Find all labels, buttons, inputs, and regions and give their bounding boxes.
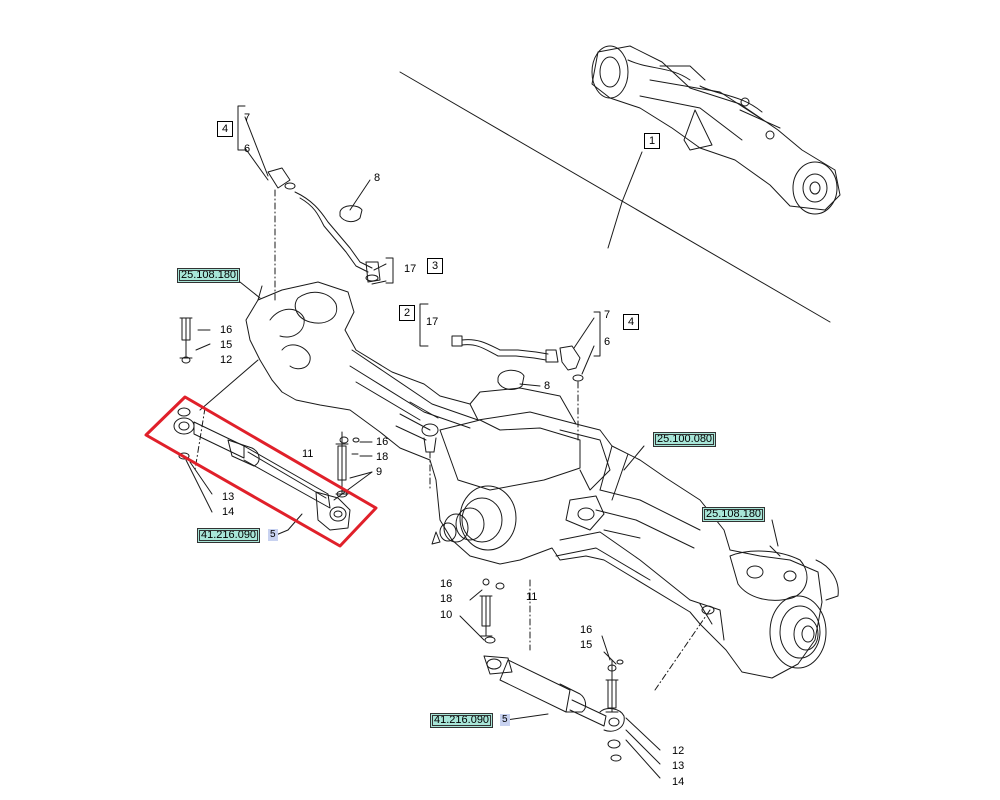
callout-15-lower-right: 15 <box>580 639 593 651</box>
axle-overview-thumbnail <box>399 45 841 323</box>
callout-12-lower-right: 12 <box>672 745 685 757</box>
highlight-box <box>144 395 378 548</box>
callout-6-upper-right: 6 <box>604 336 611 348</box>
upper-right-hose-assembly <box>419 303 601 441</box>
axle-housing-drawing <box>194 281 839 691</box>
ref-link-steering-cylinder-right[interactable]: 41.216.090 <box>430 713 494 728</box>
callout-7-upper-right: 7 <box>604 309 611 321</box>
callout-1: 1 <box>644 133 660 149</box>
right-steering-cylinder-drawing <box>459 578 661 779</box>
callout-16-lower-right: 16 <box>580 624 593 636</box>
callout-18-lower: 18 <box>440 593 453 605</box>
callout-12-left: 12 <box>220 354 233 366</box>
ref-link-steering-cylinder-left[interactable]: 41.216.090 <box>197 528 261 543</box>
callout-18-middle: 18 <box>376 451 389 463</box>
callout-15-left: 15 <box>220 339 233 351</box>
callout-9: 9 <box>376 466 383 478</box>
callout-16-left: 16 <box>220 324 233 336</box>
callout-14-lower-right: 14 <box>672 776 685 788</box>
callout-13-lower-right: 13 <box>672 760 685 772</box>
callout-8-upper-right: 8 <box>544 380 551 392</box>
ref-sub-tag-right: 5 <box>500 714 510 726</box>
callout-11-lower: 11 <box>526 591 538 603</box>
callout-16-lower: 16 <box>440 578 453 590</box>
callout-17-upper-right: 17 <box>426 316 439 328</box>
ref-sub-tag-left: 5 <box>268 529 278 541</box>
callout-13-left: 13 <box>222 491 235 503</box>
callout-4-upper-right: 4 <box>623 314 639 330</box>
callout-11-left: 11 <box>302 448 314 460</box>
ref-link-steering-knuckle-right[interactable]: 25.108.180 <box>702 507 766 522</box>
left-steering-cylinder-drawing <box>173 317 373 536</box>
callout-4-top-left: 4 <box>217 121 233 137</box>
callout-10: 10 <box>440 609 453 621</box>
callout-16-middle: 16 <box>376 436 389 448</box>
ref-link-axle-housing[interactable]: 25.100.080 <box>653 432 717 447</box>
upper-left-hose-assembly <box>237 105 394 301</box>
callout-6-top-left: 6 <box>244 143 251 155</box>
callout-17-top-left: 17 <box>404 263 417 275</box>
callout-2: 2 <box>399 305 415 321</box>
callout-3: 3 <box>427 258 443 274</box>
callout-8-top-left: 8 <box>374 172 381 184</box>
ref-link-steering-knuckle-left[interactable]: 25.108.180 <box>177 268 241 283</box>
callout-14-left: 14 <box>222 506 235 518</box>
callout-7-top-left: 7 <box>244 112 251 124</box>
